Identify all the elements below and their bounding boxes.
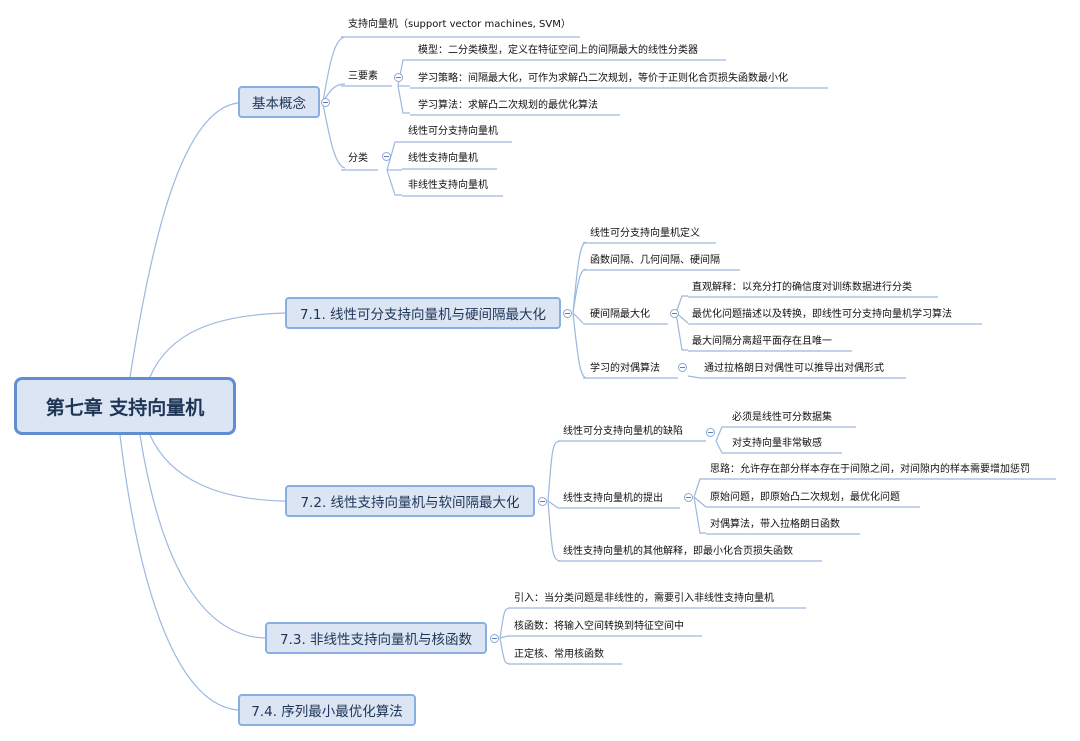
separable-definition-node[interactable]: 线性可分支持向量机定义: [590, 228, 700, 239]
positive-definite-kernel-node[interactable]: 正定核、常用核函数: [514, 649, 604, 660]
svm-definition-node[interactable]: 支持向量机（support vector machines, SVM）: [348, 19, 571, 30]
defect-item-2[interactable]: 对支持向量非常敏感: [732, 438, 822, 449]
three-elements-node[interactable]: 三要素: [348, 71, 378, 82]
strategy-node[interactable]: 学习策略：间隔最大化，可作为求解凸二次规划，等价于正则化合页损失函数最小化: [418, 73, 788, 84]
separable-defect-node[interactable]: 线性可分支持向量机的缺陷: [563, 426, 683, 437]
branch-7-2[interactable]: 7.2. 线性支持向量机与软间隔最大化: [285, 485, 535, 517]
class-linear[interactable]: 线性支持向量机: [408, 153, 478, 164]
collapse-icon[interactable]: [670, 309, 679, 318]
unique-hyperplane-node[interactable]: 最大间隔分离超平面存在且唯一: [692, 336, 832, 347]
intuitive-explanation-node[interactable]: 直观解释：以充分打的确信度对训练数据进行分类: [692, 282, 912, 293]
classification-node[interactable]: 分类: [348, 153, 368, 164]
collapse-icon[interactable]: [706, 428, 715, 437]
branch-basic-concepts[interactable]: 基本概念: [238, 86, 320, 118]
root-topic[interactable]: 第七章 支持向量机: [14, 377, 236, 435]
collapse-icon[interactable]: [563, 309, 572, 318]
dual-algorithm-node[interactable]: 学习的对偶算法: [590, 363, 660, 374]
hinge-loss-node[interactable]: 线性支持向量机的其他解释，即最小化合页损失函数: [563, 546, 793, 557]
branch-7-1[interactable]: 7.1. 线性可分支持向量机与硬间隔最大化: [285, 297, 561, 329]
dual-lagrange-node[interactable]: 对偶算法，带入拉格朗日函数: [710, 519, 840, 530]
hard-margin-node[interactable]: 硬间隔最大化: [590, 309, 650, 320]
branch-7-4[interactable]: 7.4. 序列最小最优化算法: [238, 694, 416, 726]
collapse-icon[interactable]: [321, 98, 330, 107]
collapse-icon[interactable]: [684, 493, 693, 502]
class-linear-separable[interactable]: 线性可分支持向量机: [408, 126, 498, 137]
margin-types-node[interactable]: 函数间隔、几何间隔、硬间隔: [590, 255, 720, 266]
introduction-node[interactable]: 引入：当分类问题是非线性的，需要引入非线性支持向量机: [514, 593, 774, 604]
optimization-node[interactable]: 最优化问题描述以及转换，即线性可分支持向量机学习算法: [692, 309, 952, 320]
primal-problem-node[interactable]: 原始问题，即原始凸二次规划，最优化问题: [710, 492, 900, 503]
collapse-icon[interactable]: [382, 152, 391, 161]
dual-form-node[interactable]: 通过拉格朗日对偶性可以推导出对偶形式: [704, 363, 884, 374]
defect-item-1[interactable]: 必须是线性可分数据集: [732, 412, 832, 423]
linear-svm-proposal-node[interactable]: 线性支持向量机的提出: [563, 493, 663, 504]
collapse-icon[interactable]: [678, 363, 687, 372]
kernel-function-node[interactable]: 核函数：将输入空间转换到特征空间中: [514, 621, 684, 632]
collapse-icon[interactable]: [394, 73, 403, 82]
class-nonlinear[interactable]: 非线性支持向量机: [408, 180, 488, 191]
algorithm-node[interactable]: 学习算法：求解凸二次规划的最优化算法: [418, 100, 598, 111]
collapse-icon[interactable]: [538, 497, 547, 506]
branch-7-3[interactable]: 7.3. 非线性支持向量机与核函数: [265, 622, 487, 654]
collapse-icon[interactable]: [490, 634, 499, 643]
model-node[interactable]: 模型：二分类模型，定义在特征空间上的间隔最大的线性分类器: [418, 45, 698, 56]
idea-node[interactable]: 思路：允许存在部分样本存在于间隙之间，对间隙内的样本需要增加惩罚: [710, 464, 1030, 475]
